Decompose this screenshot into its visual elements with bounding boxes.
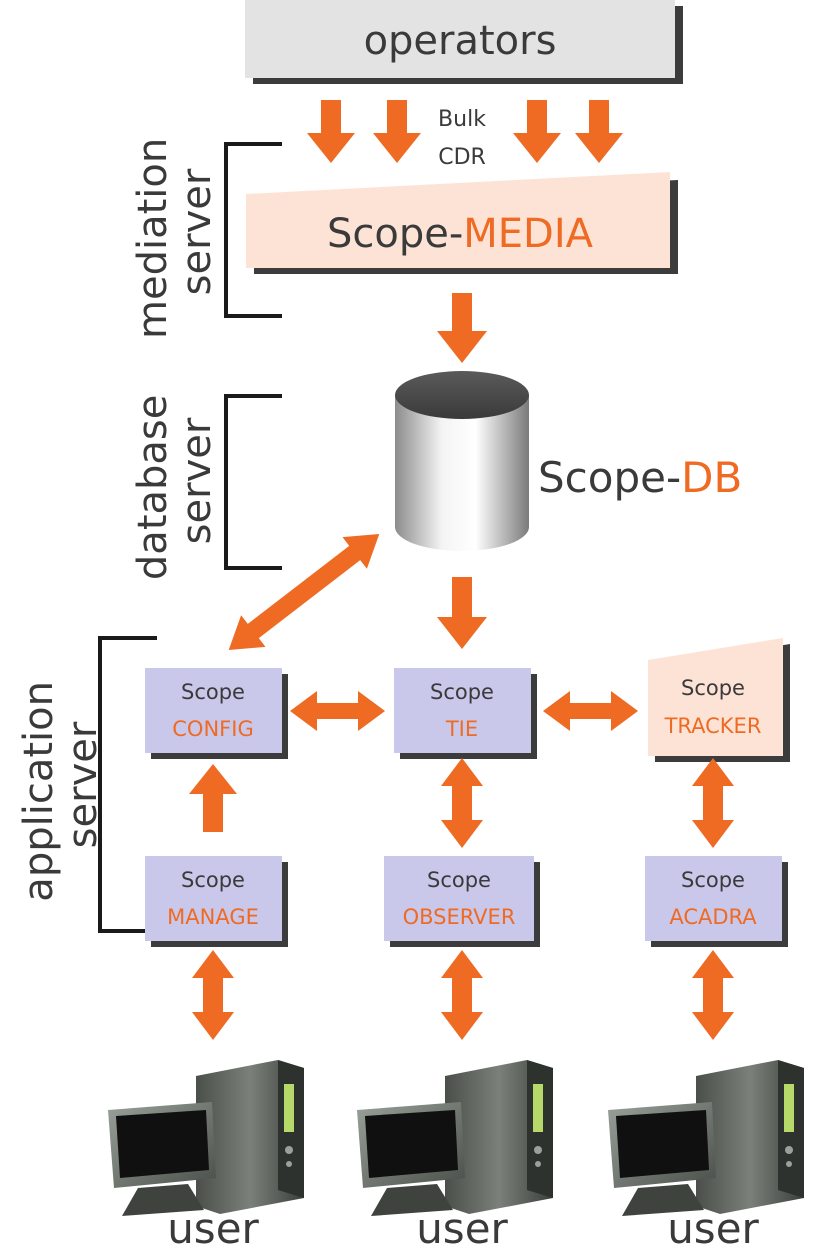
- svg-text:ACADRA: ACADRA: [669, 905, 757, 929]
- svg-text:OBSERVER: OBSERVER: [403, 905, 516, 929]
- application-server-label: application server: [16, 668, 106, 901]
- down-arrow-icon: [307, 100, 355, 163]
- svg-text:Scope: Scope: [181, 680, 245, 704]
- down-arrow-icon: [373, 100, 421, 163]
- double-arrow-icon: [228, 534, 380, 650]
- svg-text:Scope: Scope: [181, 868, 245, 892]
- double-arrow-icon: [441, 950, 483, 1040]
- double-arrow-icon: [192, 950, 234, 1040]
- scope-observer-module: Scope OBSERVER: [384, 856, 540, 947]
- application-bracket: [98, 636, 157, 933]
- database-icon: [395, 371, 529, 551]
- scope-tie-module: Scope TIE: [394, 668, 537, 759]
- down-arrow-icon: [437, 293, 487, 363]
- svg-text:Scope: Scope: [427, 868, 491, 892]
- svg-text:CONFIG: CONFIG: [172, 717, 253, 741]
- cdr-label: CDR: [438, 145, 486, 170]
- svg-text:Scope: Scope: [681, 868, 745, 892]
- double-arrow-icon: [692, 758, 734, 848]
- bulk-label: Bulk: [438, 107, 486, 132]
- computer-icon: [357, 1060, 553, 1216]
- database-bracket: [224, 394, 282, 570]
- scope-manage-module: Scope MANAGE: [145, 856, 288, 947]
- user-label: user: [167, 1204, 259, 1251]
- svg-text:TRACKER: TRACKER: [664, 714, 762, 738]
- operators-label: operators: [364, 18, 557, 64]
- double-arrow-icon: [441, 758, 483, 848]
- svg-text:TIE: TIE: [445, 717, 478, 741]
- mediation-server-label: mediation server: [130, 125, 220, 339]
- double-arrow-icon: [290, 691, 385, 731]
- scope-config-module: Scope CONFIG: [145, 668, 288, 759]
- scope-tracker-module: Scope TRACKER: [648, 638, 790, 762]
- svg-text:Scope: Scope: [681, 676, 745, 700]
- scope-media-box: Scope-MEDIA: [246, 172, 678, 274]
- user-label: user: [667, 1204, 759, 1251]
- down-arrow-icon: [437, 577, 487, 649]
- scope-media-label: Scope-MEDIA: [327, 211, 594, 257]
- svg-text:MANAGE: MANAGE: [167, 905, 259, 929]
- down-arrow-icon: [575, 100, 623, 163]
- computer-icon: [108, 1060, 304, 1216]
- down-arrow-icon: [513, 100, 561, 163]
- svg-text:Scope: Scope: [430, 680, 494, 704]
- up-arrow-icon: [189, 764, 237, 832]
- bulk-cdr-arrows: [307, 100, 623, 163]
- scope-db-label: Scope-DB: [538, 453, 742, 502]
- mediation-bracket: [224, 142, 282, 318]
- operators-box: operators: [245, 0, 683, 84]
- database-server-label: database server: [130, 382, 220, 580]
- scope-acadra-module: Scope ACADRA: [645, 856, 788, 947]
- computer-icon: [608, 1060, 804, 1216]
- user-label: user: [416, 1204, 508, 1251]
- double-arrow-icon: [543, 691, 638, 731]
- double-arrow-icon: [692, 950, 734, 1040]
